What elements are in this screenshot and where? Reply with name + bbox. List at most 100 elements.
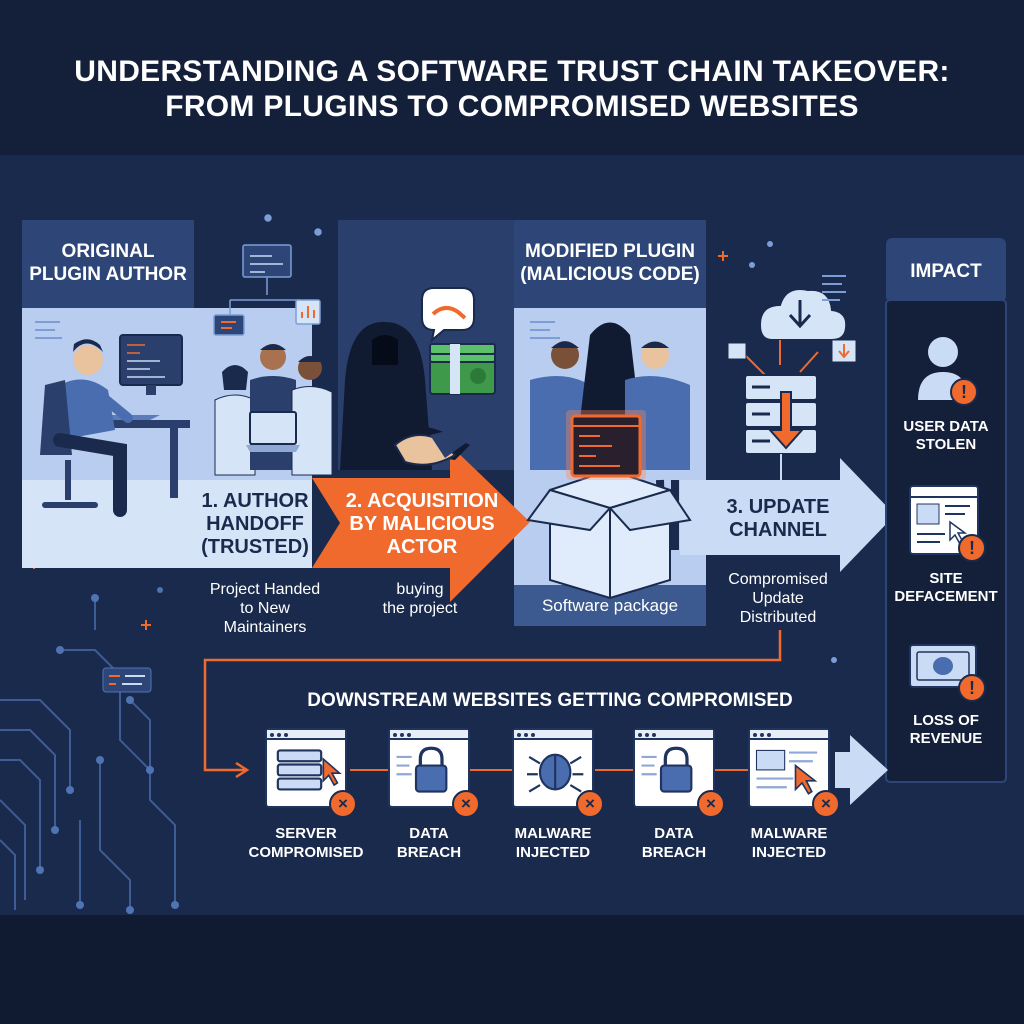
software-box-icon	[526, 468, 692, 600]
modified-plugin-header-line2: (MALICIOUS CODE)	[520, 264, 700, 285]
file-mini-icon-left	[727, 342, 747, 360]
circuit-nodes	[36, 587, 179, 914]
alert-icon: !	[958, 674, 986, 702]
stage-1-caption-line1: Project Handed	[209, 581, 321, 598]
impact-item-site-defacement: SITE DEFACEMENT	[886, 570, 1006, 606]
footer-band	[0, 915, 1024, 1024]
downstream-to-impact-arrow	[835, 735, 888, 805]
downstream-item-label: SERVER COMPROMISED	[245, 824, 367, 862]
impact-header: IMPACT	[910, 261, 982, 282]
downstream-item-label: MALWARE INJECTED	[492, 824, 614, 862]
impact-item-user-data: USER DATA STOLEN	[886, 418, 1006, 454]
original-author-header: ORIGINAL PLUGIN AUTHOR	[22, 240, 194, 286]
stage-1-caption-line2: to New	[240, 600, 290, 617]
stage-1-label: 1. AUTHOR HANDOFF (TRUSTED)	[190, 490, 320, 559]
handshake-icon	[393, 425, 470, 466]
developer-figure	[40, 334, 190, 517]
code-lines-decoration	[35, 321, 560, 339]
impact-header-bg	[886, 238, 1006, 302]
modified-panel-header-bg	[514, 220, 706, 310]
download-flow-lines	[744, 340, 819, 376]
downstream-item-label-line: SERVER	[275, 825, 337, 842]
stage-2-label-line3: ACTOR	[386, 536, 458, 558]
title-line-1: UNDERSTANDING A SOFTWARE TRUST CHAIN TAK…	[74, 55, 950, 88]
downstream-item-label-line: INJECTED	[751, 844, 827, 861]
stage-3-caption: Compromised Update Distributed	[712, 570, 844, 627]
downstream-item-label: DATA BREACH	[613, 824, 735, 862]
circuit-decoration	[0, 600, 176, 910]
stage-1-label-line3: (TRUSTED)	[201, 536, 309, 558]
original-author-header-line2: PLUGIN AUTHOR	[29, 264, 187, 285]
alert-icon: !	[958, 534, 986, 562]
data-stack-decoration	[822, 275, 846, 301]
compromised-x-icon: ×	[452, 790, 480, 818]
malicious-code-window-icon	[566, 410, 646, 480]
stage-1-label-line2: HANDOFF	[206, 513, 304, 535]
padlock-icon	[396, 746, 448, 793]
software-package-label: Software package	[541, 596, 679, 615]
compromised-x-icon: ×	[576, 790, 604, 818]
downstream-connector	[203, 630, 782, 772]
downstream-item-label-line: BREACH	[396, 844, 462, 861]
downstream-item-label-line: BREACH	[641, 844, 707, 861]
stage-2-arrow	[312, 445, 530, 602]
cloud-download-icon	[758, 288, 848, 341]
stage-3-caption-line3: Distributed	[739, 609, 817, 626]
browser-alert-icon	[909, 485, 979, 555]
compromised-x-icon: ×	[812, 790, 840, 818]
stage-1-label-line1: 1. AUTHOR	[201, 490, 309, 512]
stage-3-caption-line1: Compromised	[728, 571, 828, 588]
server-download-icon	[744, 374, 818, 455]
impact-item-site-defacement-line2: DEFACEMENT	[894, 588, 998, 605]
downstream-item-label-line: DATA	[409, 825, 449, 842]
author-panel-header-bg	[22, 220, 194, 310]
code-chip-icon	[102, 667, 152, 693]
downstream-item-label: MALWARE INJECTED	[728, 824, 850, 862]
downstream-item-label-line: COMPROMISED	[248, 844, 364, 861]
original-author-header-line1: ORIGINAL	[61, 241, 155, 262]
modified-plugin-header: MODIFIED PLUGIN (MALICIOUS CODE)	[514, 240, 706, 286]
stage-1-caption: Project Handed to New Maintainers	[190, 580, 340, 637]
money-stack-icon	[429, 343, 496, 395]
downstream-item-label-line: MALWARE	[750, 825, 828, 842]
downstream-item-label: DATA BREACH	[368, 824, 490, 862]
title-band: UNDERSTANDING A SOFTWARE TRUST CHAIN TAK…	[0, 0, 1024, 155]
network-icons	[213, 214, 322, 336]
stage-2-caption-line2: the project	[382, 600, 458, 617]
downstream-title: DOWNSTREAM WEBSITES GETTING COMPROMISED	[307, 690, 793, 711]
impact-item-loss-of-revenue-line2: REVENUE	[909, 730, 983, 747]
impact-item-loss-of-revenue-line1: LOSS OF	[913, 712, 979, 729]
stage-2-label: 2. ACQUISITION BY MALICIOUS ACTOR	[342, 490, 502, 559]
cursor-page-icon	[755, 749, 818, 795]
code-chip-lines	[221, 321, 236, 329]
maintainers-group	[214, 344, 333, 476]
bug-icon	[527, 753, 584, 793]
alert-icon: !	[950, 378, 978, 406]
speech-bubble-handshake-icon	[421, 287, 475, 343]
plus-decoration	[30, 561, 151, 630]
stage-3-caption-line2: Update	[752, 590, 804, 607]
stage-2-caption-line1: buying	[396, 581, 444, 598]
stage-1-caption-line3: Maintainers	[223, 619, 307, 636]
compromised-x-icon: ×	[329, 790, 357, 818]
impact-item-user-data-line1: USER DATA	[903, 418, 989, 435]
downstream-item-label-line: MALWARE	[514, 825, 592, 842]
stage-3-arrow	[680, 458, 895, 572]
modified-plugin-header-line1: MODIFIED PLUGIN	[525, 241, 695, 262]
stage-3-label-line1: 3. UPDATE	[726, 496, 830, 518]
downstream-item-label-line: INJECTED	[515, 844, 591, 861]
impact-item-loss-of-revenue: LOSS OF REVENUE	[886, 712, 1006, 748]
downstream-item-label-line: DATA	[654, 825, 694, 842]
stage-2-label-line1: 2. ACQUISITION	[345, 490, 499, 512]
stage-2-label-line2: BY MALICIOUS	[349, 513, 495, 535]
impact-item-site-defacement-line1: SITE	[929, 570, 963, 587]
padlock-icon	[641, 746, 693, 793]
impact-item-user-data-line2: STOLEN	[915, 436, 977, 453]
stage-3-label-line2: CHANNEL	[729, 519, 827, 541]
compromised-x-icon: ×	[697, 790, 725, 818]
stage-2-caption: buying the project	[350, 580, 490, 618]
money-alert-icon	[909, 644, 977, 688]
downstream-website-card	[512, 728, 594, 808]
downstream-website-card	[388, 728, 470, 808]
